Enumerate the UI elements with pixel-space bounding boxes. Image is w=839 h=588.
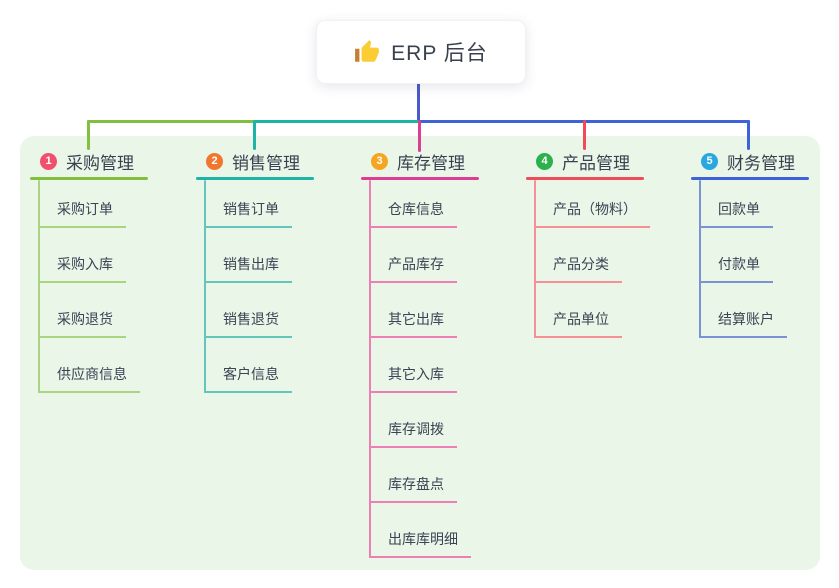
- branch-purchase-node[interactable]: 1 采购管理: [30, 148, 160, 174]
- child-node[interactable]: 结算账户: [699, 309, 787, 338]
- root-node[interactable]: ERP 后台: [316, 20, 526, 84]
- branch-product: 4 产品管理 产品（物料） 产品分类 产品单位: [526, 148, 656, 338]
- child-node[interactable]: 销售退货: [204, 309, 292, 338]
- connector-bus-middle: [254, 120, 420, 123]
- branch-label: 产品管理: [562, 153, 630, 173]
- branch-label: 库存管理: [397, 153, 465, 173]
- children-connector-line: [699, 180, 701, 338]
- child-node[interactable]: 产品库存: [369, 254, 457, 283]
- child-node[interactable]: 产品（物料）: [534, 199, 650, 228]
- branches-background-panel: [20, 136, 820, 570]
- branch-sales: 2 销售管理 销售订单 销售出库 销售退货 客户信息: [196, 148, 326, 393]
- child-node[interactable]: 产品单位: [534, 309, 622, 338]
- branch-inventory-node[interactable]: 3 库存管理: [361, 148, 491, 174]
- branch-label: 采购管理: [66, 153, 134, 173]
- branch-label: 财务管理: [727, 153, 795, 173]
- branch-underline: [30, 177, 148, 180]
- child-node[interactable]: 其它出库: [369, 309, 457, 338]
- branch-number-badge: 1: [40, 152, 57, 170]
- child-node[interactable]: 产品分类: [534, 254, 622, 283]
- child-node[interactable]: 采购订单: [38, 199, 126, 228]
- branch-purchase: 1 采购管理 采购订单 采购入库 采购退货 供应商信息: [30, 148, 160, 393]
- child-node[interactable]: 库存调拨: [369, 419, 457, 448]
- connector-drop-inventory: [418, 120, 421, 152]
- connector-drop-sales: [253, 120, 256, 150]
- branch-underline: [691, 177, 809, 180]
- child-node[interactable]: 销售出库: [204, 254, 292, 283]
- branch-product-node[interactable]: 4 产品管理: [526, 148, 656, 174]
- root-node-label: ERP 后台: [391, 42, 488, 65]
- children-connector-line: [369, 180, 371, 558]
- connector-drop-purchase: [87, 120, 90, 150]
- branch-finance: 5 财务管理 回款单 付款单 结算账户: [691, 148, 821, 338]
- child-node[interactable]: 采购入库: [38, 254, 126, 283]
- connector-bus-left: [87, 120, 255, 123]
- thumbs-up-icon: [355, 40, 380, 62]
- children-connector-line: [38, 180, 40, 393]
- connector-root-stem: [417, 82, 420, 122]
- child-node[interactable]: 客户信息: [204, 364, 292, 393]
- branch-label: 销售管理: [232, 153, 300, 173]
- branch-number-badge: 5: [701, 152, 718, 170]
- child-node[interactable]: 库存盘点: [369, 474, 457, 503]
- child-node[interactable]: 其它入库: [369, 364, 457, 393]
- children-connector-line: [204, 180, 206, 393]
- connector-drop-finance: [747, 120, 750, 150]
- children-connector-line: [534, 180, 536, 338]
- branch-number-badge: 2: [206, 152, 223, 170]
- branch-inventory: 3 库存管理 仓库信息 产品库存 其它出库 其它入库 库存调拨 库存盘点 出库库…: [361, 148, 491, 558]
- child-node[interactable]: 供应商信息: [38, 364, 140, 393]
- branch-underline: [526, 177, 644, 180]
- connector-drop-product: [583, 120, 586, 150]
- child-node[interactable]: 销售订单: [204, 199, 292, 228]
- child-node[interactable]: 采购退货: [38, 309, 126, 338]
- branch-sales-node[interactable]: 2 销售管理: [196, 148, 326, 174]
- child-node[interactable]: 仓库信息: [369, 199, 457, 228]
- child-node[interactable]: 回款单: [699, 199, 773, 228]
- child-node[interactable]: 出库库明细: [369, 529, 471, 558]
- branch-underline: [196, 177, 314, 180]
- branch-underline: [361, 177, 479, 180]
- branch-number-badge: 3: [371, 152, 388, 170]
- child-node[interactable]: 付款单: [699, 254, 773, 283]
- branch-number-badge: 4: [536, 152, 553, 170]
- branch-finance-node[interactable]: 5 财务管理: [691, 148, 821, 174]
